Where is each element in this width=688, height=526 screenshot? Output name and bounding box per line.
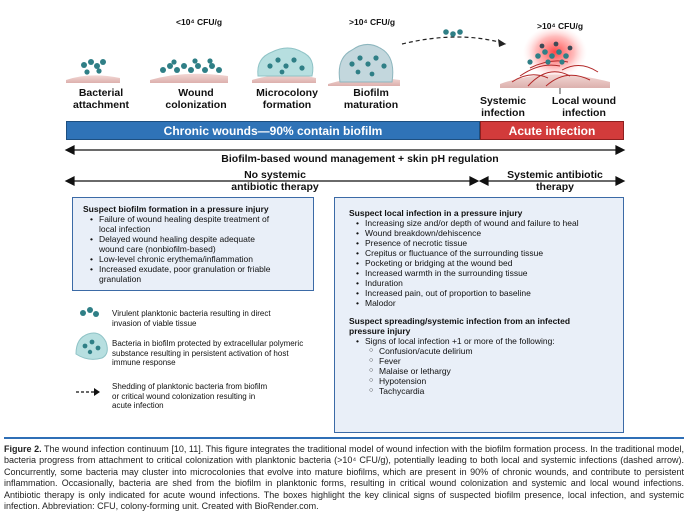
list-item: Increasing size and/or depth of wound an… — [349, 218, 617, 228]
list-item: Increased warmth in the surrounding tiss… — [349, 268, 617, 278]
list-item: Confusion/acute delirium — [349, 346, 617, 356]
list-item: Malaise or lethargy — [349, 366, 617, 376]
list-item: Delayed wound healing despite adequatewo… — [83, 234, 307, 254]
management-label: Biofilm-based wound management + skin pH… — [221, 153, 499, 165]
dashed-shedding-arrow — [401, 29, 507, 47]
legend-shedding: Shedding of planktonic bacteria from bio… — [112, 382, 268, 410]
systemic-infection-title: Suspect spreading/systemic infection fro… — [349, 316, 571, 336]
planktonic-bacteria-icon — [80, 307, 99, 317]
biofilm-panel-title: Suspect biofilm formation in a pressure … — [83, 204, 269, 214]
list-item: Failure of wound healing despite treatme… — [83, 214, 307, 234]
list-item: Fever — [349, 356, 617, 366]
caption-line-5: therapy is only indicated for acute woun… — [4, 489, 684, 512]
acute-infection-bar: Acute infection — [480, 121, 624, 140]
caption-line-1: The wound infection continuum [10, 11]. … — [43, 444, 655, 454]
list-item: Induration — [349, 278, 617, 288]
caption-line-3: arrow). Concurrently, some bacteria may … — [4, 455, 684, 477]
list-item: Crepitus or fluctuance of the surroundin… — [349, 248, 617, 258]
list-item: Tachycardia — [349, 386, 617, 396]
list-item: Wound breakdown/dehiscence — [349, 228, 617, 238]
list-item: Increased exudate, poor granulation or f… — [83, 264, 307, 284]
figure-caption: Figure 2. The wound infection continuum … — [4, 444, 684, 512]
cfu-high-label-acute: >10⁴ CFU/g — [537, 21, 584, 31]
local-infection-list: Increasing size and/or depth of wound an… — [349, 218, 617, 308]
chronic-wounds-bar: Chronic wounds—90% contain biofilm — [66, 121, 480, 140]
caption-line-2: model, bacteria progress from attachment… — [4, 444, 684, 466]
mature-biofilm — [337, 44, 394, 88]
list-item: Presence of necrotic tissue — [349, 238, 617, 248]
list-item: Pocketing or bridging at the wound bed — [349, 258, 617, 268]
caption-divider — [4, 437, 684, 439]
caption-label: Figure 2. — [4, 444, 42, 454]
list-item: Hypotension — [349, 376, 617, 386]
bacteria-cluster-colonization — [160, 58, 222, 73]
list-item: Low-level chronic erythema/inflammation — [83, 254, 307, 264]
legend-planktonic: Virulent planktonic bacteria resulting i… — [112, 309, 271, 328]
list-item: Signs of local infection +1 or more of t… — [349, 336, 617, 346]
legend-icons — [75, 307, 108, 396]
list-item: Malodor — [349, 298, 617, 308]
cfu-high-label-biofilm: >10⁴ CFU/g — [349, 17, 396, 27]
list-item: Increased pain, out of proportion to bas… — [349, 288, 617, 298]
infection-signs-panel: Suspect local infection in a pressure in… — [334, 197, 624, 433]
caption-line-6: Abbreviation: CFU, colony-forming unit. … — [42, 501, 319, 512]
cfu-low-label: <10⁴ CFU/g — [176, 17, 223, 27]
dashed-arrow-icon — [76, 388, 100, 396]
biofilm-signs-list: Failure of wound healing despite treatme… — [83, 214, 307, 284]
acute-infection-site — [511, 26, 599, 87]
biofilm-signs-panel: Suspect biofilm formation in a pressure … — [72, 197, 314, 291]
caption-line-4: inflammation. Occasionally, bacteria are… — [4, 478, 684, 500]
legend-biofilm: Bacteria in biofilm protected by extrace… — [112, 339, 304, 367]
biofilm-icon — [75, 332, 108, 360]
local-infection-title: Suspect local infection in a pressure in… — [349, 208, 523, 218]
systemic-infection-list: Signs of local infection +1 or more of t… — [349, 336, 617, 396]
wound-illustration — [66, 26, 610, 94]
bacteria-cluster-attachment — [81, 59, 106, 75]
microcolony-blob — [257, 47, 314, 77]
therapy-arrows — [64, 145, 626, 186]
